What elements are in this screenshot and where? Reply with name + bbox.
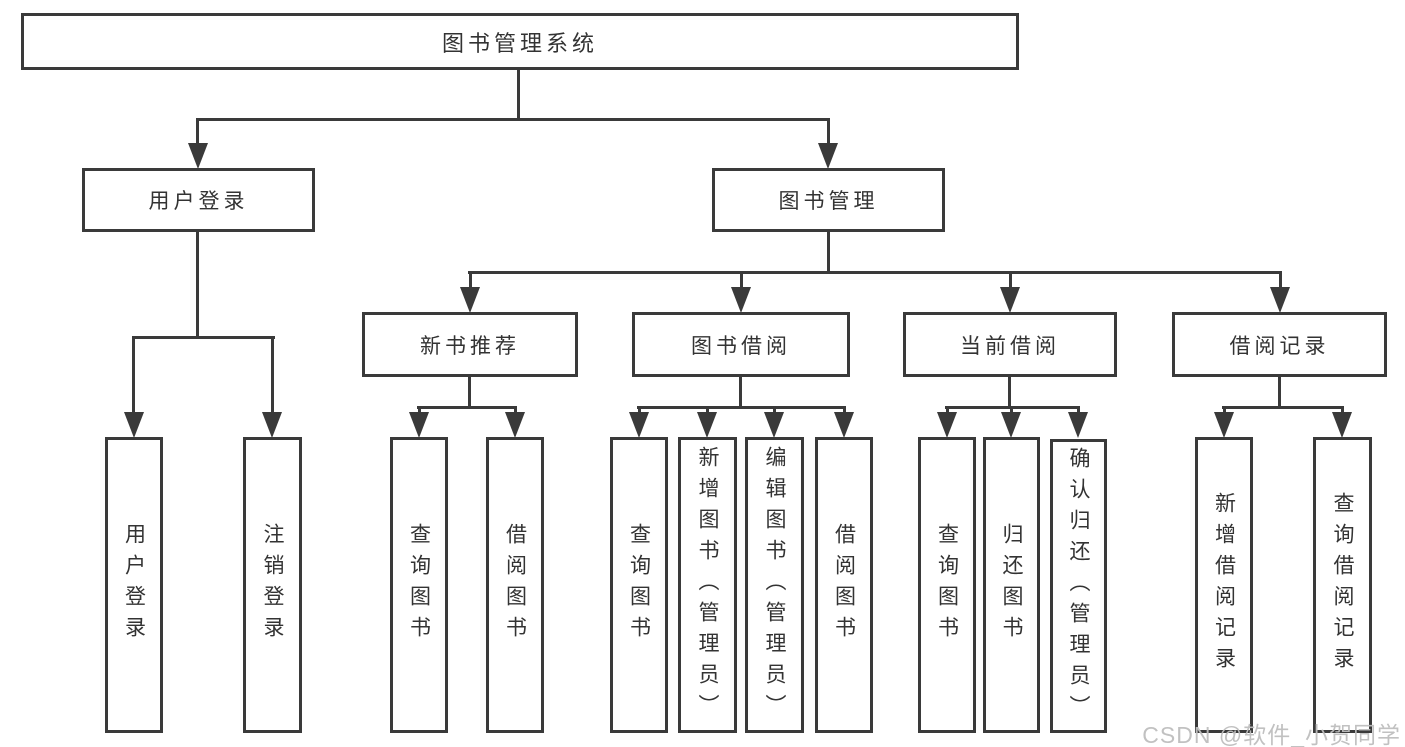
leaf-user-login: 用户登录 xyxy=(105,437,163,733)
leaf-add-borrow-record: 新增借阅记录 xyxy=(1195,437,1253,733)
node-current-borrowing: 当前借阅 xyxy=(903,312,1117,377)
node-user-login-label: 用户登录 xyxy=(148,190,249,213)
edge-root-stem xyxy=(517,70,520,120)
node-new-book-recommend: 新书推荐 xyxy=(362,312,578,377)
edge-leaf xyxy=(418,406,421,416)
leaf-confirm-return-admin: 确认归还（管理员） xyxy=(1050,439,1107,733)
leaf-query-borrow-record: 查询借阅记录 xyxy=(1313,437,1372,733)
node-book-borrowing: 图书借阅 xyxy=(632,312,850,377)
leaf-newbook-borrow-books: 借阅图书 xyxy=(486,437,544,733)
edge-newbook-stem xyxy=(468,377,471,409)
leaf-borrowing-query-books-label: 查询图书 xyxy=(627,523,651,647)
edge-borrowing-rail xyxy=(637,406,846,409)
node-system-root: 图书管理系统 xyxy=(21,13,1019,70)
leaf-newbook-query-books: 查询图书 xyxy=(390,437,448,733)
edge-userlogin-stem xyxy=(196,232,199,339)
arrow-down-icon xyxy=(505,412,525,438)
arrow-down-icon xyxy=(834,412,854,438)
leaf-borrowing-borrow-books: 借阅图书 xyxy=(815,437,873,733)
arrow-down-icon xyxy=(818,143,838,169)
edge-leaf xyxy=(514,406,517,416)
arrow-down-icon xyxy=(1270,287,1290,313)
edge-userlogin-rail xyxy=(132,336,275,339)
leaf-logout: 注销登录 xyxy=(243,437,302,733)
node-borrowing-records-label: 借阅记录 xyxy=(1229,334,1330,358)
edge-to-user-login xyxy=(196,118,199,148)
arrow-down-icon xyxy=(1000,287,1020,313)
csdn-watermark: CSDN @软件_小贺同学 xyxy=(1142,722,1401,747)
arrow-down-icon xyxy=(188,143,208,169)
node-book-management-label: 图书管理 xyxy=(778,190,879,213)
arrow-down-icon xyxy=(937,412,957,438)
arrow-down-icon xyxy=(409,412,429,438)
node-current-borrowing-label: 当前借阅 xyxy=(960,334,1060,358)
arrow-down-icon xyxy=(460,287,480,313)
leaf-newbook-query-books-label: 查询图书 xyxy=(407,523,431,647)
leaf-confirm-return-admin-label: 确认归还（管理员） xyxy=(1067,446,1091,726)
leaf-edit-books-admin: 编辑图书（管理员） xyxy=(745,437,804,733)
edge-leaf xyxy=(773,406,776,416)
leaf-add-books-admin: 新增图书（管理员） xyxy=(678,437,737,733)
edge-to-logout-leaf xyxy=(271,336,274,414)
edge-newbook-rail xyxy=(417,406,517,409)
node-book-management: 图书管理 xyxy=(712,168,945,232)
edge-leaf xyxy=(638,406,641,416)
leaf-current-query-books-label: 查询图书 xyxy=(935,523,959,647)
node-system-root-label: 图书管理系统 xyxy=(441,30,598,56)
edge-root-rail xyxy=(196,118,830,121)
leaf-query-borrow-record-label: 查询借阅记录 xyxy=(1331,492,1355,678)
node-borrowing-records: 借阅记录 xyxy=(1172,312,1387,377)
arrow-down-icon xyxy=(1068,412,1088,438)
edge-leaf xyxy=(843,406,846,416)
leaf-borrowing-borrow-books-label: 借阅图书 xyxy=(832,523,856,647)
edge-to-book-mgmt xyxy=(827,118,830,148)
arrow-down-icon xyxy=(1214,412,1234,438)
edge-bookmgmt-stem xyxy=(827,232,830,274)
leaf-add-borrow-record-label: 新增借阅记录 xyxy=(1212,492,1236,678)
arrow-down-icon xyxy=(262,412,282,438)
arrow-down-icon xyxy=(1332,412,1352,438)
edge-bookmgmt-rail xyxy=(468,271,1282,274)
edge-to-records xyxy=(1279,271,1282,291)
arrow-down-icon xyxy=(697,412,717,438)
edge-leaf xyxy=(706,406,709,416)
leaf-newbook-borrow-books-label: 借阅图书 xyxy=(503,523,527,647)
edge-leaf xyxy=(1223,406,1226,416)
edge-current-stem xyxy=(1008,377,1011,409)
edge-leaf xyxy=(1341,406,1344,416)
leaf-logout-label: 注销登录 xyxy=(261,523,285,647)
node-user-login: 用户登录 xyxy=(82,168,315,232)
arrow-down-icon xyxy=(731,287,751,313)
node-book-borrowing-label: 图书借阅 xyxy=(691,334,791,358)
edge-to-current xyxy=(1009,271,1012,291)
leaf-edit-books-admin-label: 编辑图书（管理员） xyxy=(763,445,787,725)
edge-leaf xyxy=(1010,406,1013,416)
edge-to-login-leaf xyxy=(132,336,135,414)
edge-leaf xyxy=(1077,406,1080,416)
leaf-current-query-books: 查询图书 xyxy=(918,437,976,733)
leaf-user-login-label: 用户登录 xyxy=(122,523,146,647)
edge-to-borrowing xyxy=(740,271,743,291)
leaf-add-books-admin-label: 新增图书（管理员） xyxy=(696,445,720,725)
leaf-return-books-label: 归还图书 xyxy=(1000,523,1024,647)
arrow-down-icon xyxy=(629,412,649,438)
edge-borrowing-stem xyxy=(739,377,742,409)
arrow-down-icon xyxy=(124,412,144,438)
leaf-borrowing-query-books: 查询图书 xyxy=(610,437,668,733)
leaf-return-books: 归还图书 xyxy=(983,437,1040,733)
arrow-down-icon xyxy=(1001,412,1021,438)
edge-records-rail xyxy=(1222,406,1344,409)
arrow-down-icon xyxy=(764,412,784,438)
node-new-book-recommend-label: 新书推荐 xyxy=(420,334,520,358)
edge-leaf xyxy=(946,406,949,416)
edge-records-stem xyxy=(1278,377,1281,409)
edge-to-newbook xyxy=(469,271,472,291)
